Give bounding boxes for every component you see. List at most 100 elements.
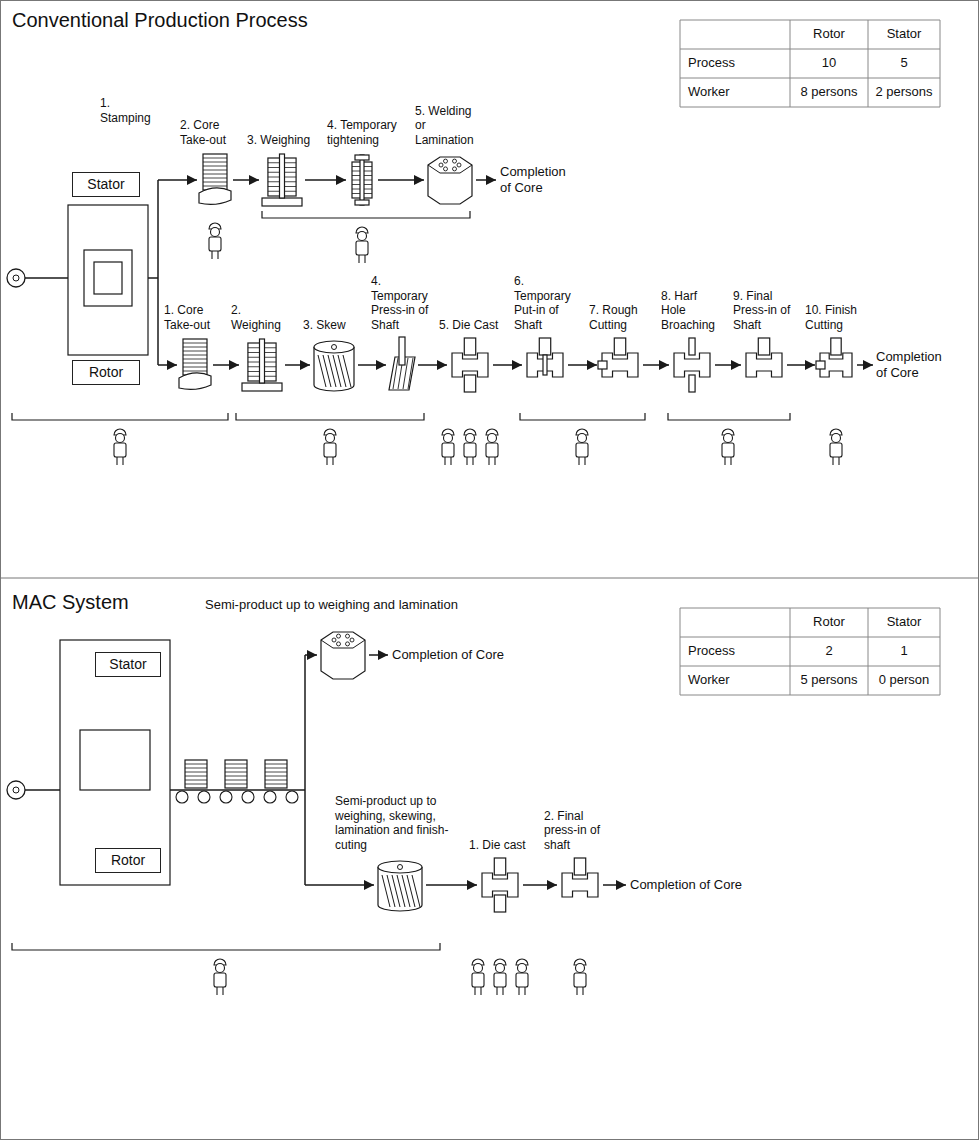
note-label: Completion of Core [500, 164, 572, 197]
table-line [680, 666, 940, 667]
flow-arrow [358, 364, 386, 366]
lamination-line [265, 772, 287, 773]
part-box: Stator [95, 652, 161, 677]
flow-arrow [213, 364, 239, 366]
process-step: 4. Temporary tightening [347, 152, 377, 208]
flow-arrow [643, 364, 669, 366]
die-block [452, 353, 488, 377]
table-cell: Rotor [790, 26, 868, 42]
bolt-head [355, 155, 369, 160]
completion-arrow [369, 654, 388, 656]
bottom-punch [689, 375, 695, 392]
conveyor-roller [220, 791, 232, 803]
table-cell: 2 [790, 643, 868, 659]
lamination-line [203, 158, 227, 159]
table-cell: 5 persons [790, 672, 868, 688]
part-name: Stator [109, 656, 146, 673]
head [466, 434, 475, 443]
shaft-hole [332, 345, 337, 350]
lamination-line [203, 174, 227, 175]
lamination-line [183, 347, 207, 348]
step-label: 10. Finish Cutting [805, 303, 867, 332]
worker-figure [722, 429, 734, 465]
core-hole [453, 159, 457, 163]
worker-bracket [520, 413, 645, 420]
head [832, 434, 841, 443]
worker-figure [516, 959, 528, 995]
scale-base [242, 383, 282, 391]
core-hole [332, 638, 336, 642]
body [114, 443, 126, 457]
lamination-line [225, 772, 247, 773]
press-opening [80, 730, 150, 790]
leg [364, 255, 365, 263]
leg [502, 987, 503, 995]
completion-arrow [857, 364, 873, 366]
step-icon [178, 337, 212, 393]
lamination-line [225, 764, 247, 765]
core-hole [453, 167, 457, 171]
step-label: 3. Weighing [247, 133, 317, 147]
lamination-line [225, 776, 247, 777]
process-step: 3. Skew [311, 337, 357, 393]
body [356, 241, 368, 255]
table-cell: Process [688, 643, 790, 659]
worker-figure [442, 429, 454, 465]
step-icon [523, 337, 567, 393]
table-line [680, 695, 940, 696]
process-step: 5. Die Cast [448, 337, 492, 393]
rotor-body [314, 347, 354, 391]
flow-arrow [285, 364, 310, 366]
head [474, 964, 483, 973]
leg [222, 987, 223, 995]
worker-figure [494, 959, 506, 995]
lamination-line [185, 776, 207, 777]
table-line [790, 608, 791, 695]
table-line [680, 107, 940, 108]
lamination-line [185, 764, 207, 765]
lamination-line [183, 355, 207, 356]
table-cell: Rotor [790, 614, 868, 630]
branch-line [304, 655, 306, 885]
step-label: 4. Temporary Press-in of Shaft [371, 274, 433, 332]
core-stack [225, 760, 247, 788]
process-step: 1. Core Take-out [178, 337, 212, 393]
core-hole [444, 159, 448, 163]
leg [838, 457, 839, 465]
process-step: 7. Rough Cutting [598, 337, 642, 393]
body [516, 973, 528, 987]
conveyor-roller [242, 791, 254, 803]
skew-slot [318, 355, 326, 387]
table-cell: 8 persons [790, 84, 868, 100]
table-line [680, 78, 940, 79]
top-punch [494, 858, 505, 875]
skew-slot [392, 875, 400, 907]
flow-arrow [305, 179, 346, 181]
rotor-top [314, 341, 354, 353]
process-step: 9. Final Press-in of Shaft [742, 337, 786, 393]
leg [496, 987, 497, 995]
worker-figure [324, 429, 336, 465]
die-block [674, 353, 710, 377]
step-icon [425, 152, 475, 208]
worker-bracket [12, 413, 228, 420]
step-label: 2. Core Take-out [180, 118, 250, 147]
process-step: 5. Welding or Lamination [425, 152, 475, 208]
leg [358, 255, 359, 263]
core-hole [337, 634, 341, 638]
leg [332, 457, 333, 465]
head [116, 434, 125, 443]
leg [832, 457, 833, 465]
lamination-line [203, 166, 227, 167]
skew-slot [382, 875, 390, 907]
skew-slot [387, 875, 395, 907]
top-punch [539, 338, 550, 355]
cutting-tool [598, 361, 607, 369]
flow-arrow [568, 364, 597, 366]
step-icon [598, 337, 642, 393]
flow-arrow [233, 179, 259, 181]
skew-slot [338, 355, 346, 387]
coil-core [13, 275, 19, 281]
part-name: Rotor [111, 852, 145, 869]
lamination-line [265, 784, 287, 785]
